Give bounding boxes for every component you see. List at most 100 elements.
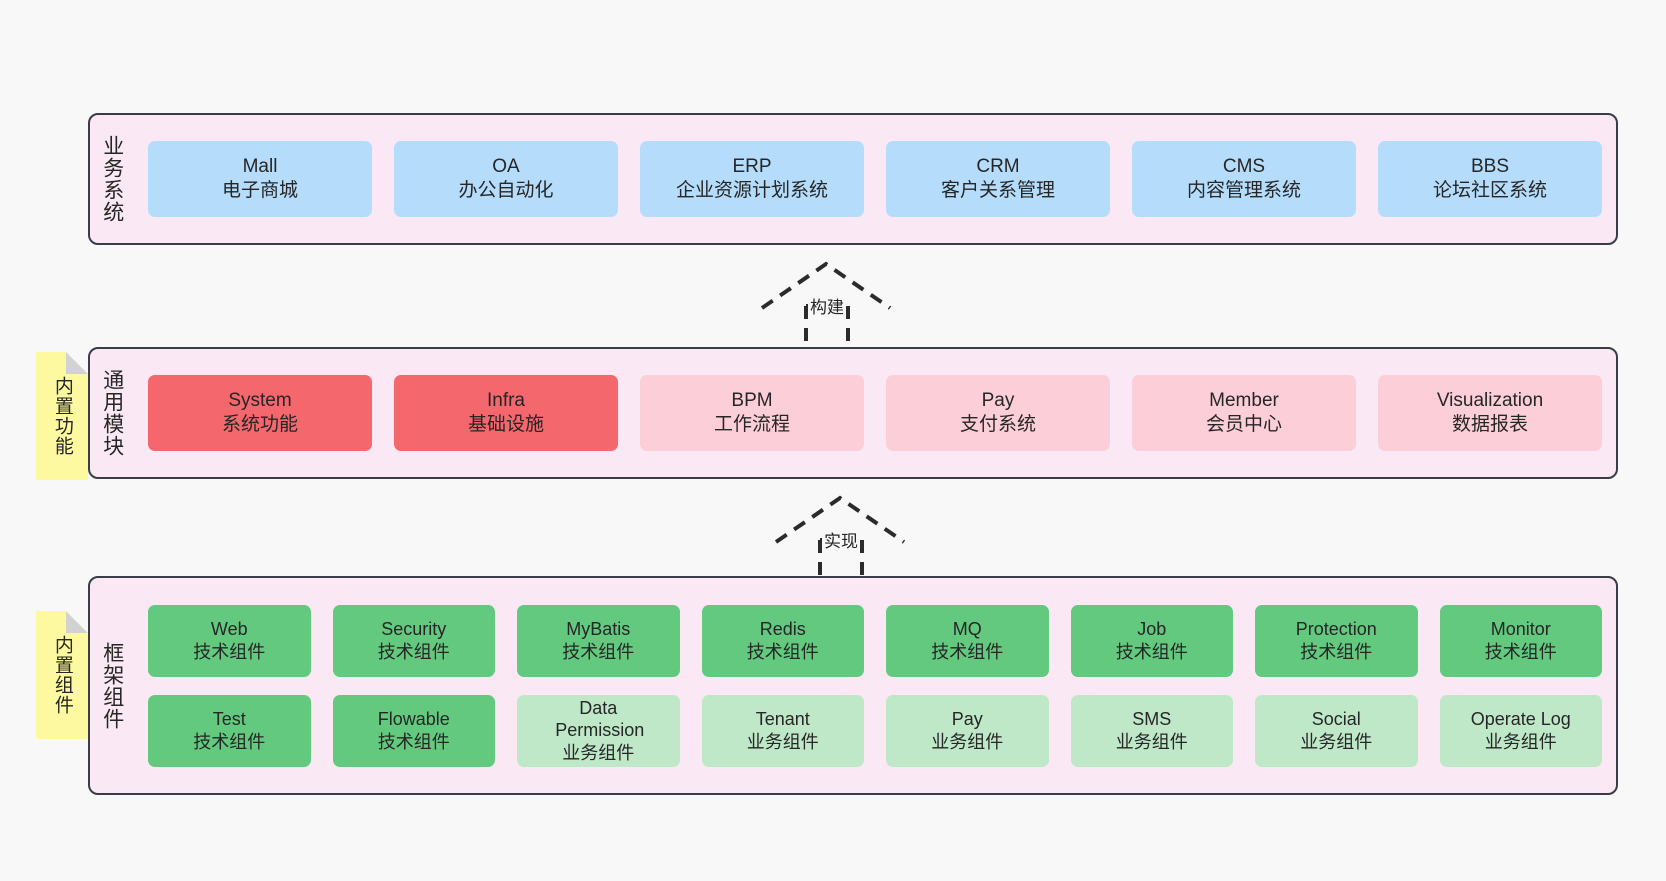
module-card-subtitle: 系统功能 — [221, 414, 298, 435]
module-card-name: CMS — [1222, 156, 1266, 178]
module-card-cms[interactable]: CMS 内容管理系统 — [1132, 141, 1356, 217]
component-card-name: MQ — [952, 618, 982, 639]
arrowhead-open-up — [774, 495, 906, 544]
module-card-subtitle: 基础设施 — [467, 414, 544, 435]
module-card-visualization[interactable]: Visualization 数据报表 — [1378, 375, 1602, 451]
component-card-name: Data Permission — [555, 697, 645, 741]
module-card-name: OA — [492, 156, 520, 178]
sticky-note-builtin-components: 内置组件 — [36, 611, 88, 739]
module-card-name: Visualization — [1436, 390, 1544, 412]
component-card-flowable[interactable]: Flowable 技术组件 — [332, 694, 495, 767]
connector-implement: 实现 — [766, 492, 926, 584]
component-card-subtitle: 技术组件 — [931, 641, 1004, 662]
component-card-name: Operate Log — [1470, 708, 1571, 729]
component-card-subtitle: 业务组件 — [1115, 731, 1188, 752]
component-card-subtitle: 技术组件 — [377, 731, 450, 752]
module-card-name: BBS — [1470, 156, 1510, 178]
component-card-name: Security — [381, 618, 447, 639]
layer-title-common-module: 通用模块 — [100, 369, 124, 457]
component-card-subtitle: 业务组件 — [1300, 731, 1373, 752]
component-card-name: Web — [210, 618, 248, 639]
connector-label-implement: 实现 — [822, 527, 860, 552]
connector-build: 构建 — [752, 258, 912, 350]
layer-row-technical: Web 技术组件 Security 技术组件 MyBatis 技术组件 Redi… — [148, 604, 1602, 677]
module-card-name: Mall — [242, 156, 278, 178]
component-card-subtitle: 业务组件 — [931, 731, 1004, 752]
component-card-name: Job — [1137, 618, 1167, 639]
component-card-sms[interactable]: SMS 业务组件 — [1070, 694, 1233, 767]
layer-row: Mall 电子商城 OA 办公自动化 ERP 企业资源计划系统 CRM 客户关系… — [148, 141, 1602, 217]
component-card-operate-log[interactable]: Operate Log 业务组件 — [1439, 694, 1602, 767]
module-card-subtitle: 客户关系管理 — [940, 180, 1055, 201]
component-card-subtitle: 技术组件 — [377, 641, 450, 662]
module-card-subtitle: 工作流程 — [713, 414, 790, 435]
component-card-mq[interactable]: MQ 技术组件 — [886, 604, 1049, 677]
sticky-note-text: 内置组件 — [51, 635, 73, 715]
module-card-member[interactable]: Member 会员中心 — [1132, 375, 1356, 451]
sticky-note-builtin-features: 内置功能 — [36, 352, 88, 480]
layer-common-module: 通用模块 System 系统功能 Infra 基础设施 BPM 工作流程 Pay… — [88, 347, 1618, 479]
component-card-data-permission[interactable]: Data Permission 业务组件 — [517, 694, 680, 767]
note-fold-corner-icon — [66, 611, 88, 633]
module-card-subtitle: 企业资源计划系统 — [675, 180, 828, 201]
component-card-subtitle: 技术组件 — [1484, 641, 1557, 662]
component-card-security[interactable]: Security 技术组件 — [332, 604, 495, 677]
component-card-test[interactable]: Test 技术组件 — [148, 694, 311, 767]
component-card-name: Test — [212, 708, 246, 729]
module-card-mall[interactable]: Mall 电子商城 — [148, 141, 372, 217]
component-card-pay[interactable]: Pay 业务组件 — [886, 694, 1049, 767]
component-card-redis[interactable]: Redis 技术组件 — [701, 604, 864, 677]
layer-business-system: 业务系统 Mall 电子商城 OA 办公自动化 ERP 企业资源计划系统 CRM… — [88, 113, 1618, 245]
component-card-subtitle: 业务组件 — [746, 731, 819, 752]
component-card-name: Redis — [759, 618, 806, 639]
module-card-name: BPM — [731, 390, 773, 412]
module-card-erp[interactable]: ERP 企业资源计划系统 — [640, 141, 864, 217]
component-card-social[interactable]: Social 业务组件 — [1255, 694, 1418, 767]
component-card-name: SMS — [1132, 708, 1172, 729]
component-card-name: Tenant — [755, 708, 810, 729]
component-card-subtitle: 业务组件 — [1484, 731, 1557, 752]
component-card-protection[interactable]: Protection 技术组件 — [1255, 604, 1418, 677]
layer-row-business: Test 技术组件 Flowable 技术组件 Data Permission … — [148, 694, 1602, 767]
component-card-name: Flowable — [377, 708, 450, 729]
module-card-subtitle: 支付系统 — [959, 414, 1036, 435]
layer-body-framework-component: Web 技术组件 Security 技术组件 MyBatis 技术组件 Redi… — [134, 578, 1616, 793]
module-card-subtitle: 会员中心 — [1205, 414, 1282, 435]
module-card-subtitle: 论坛社区系统 — [1432, 180, 1547, 201]
module-card-bbs[interactable]: BBS 论坛社区系统 — [1378, 141, 1602, 217]
component-card-job[interactable]: Job 技术组件 — [1070, 604, 1233, 677]
layer-title-business-system: 业务系统 — [100, 135, 124, 223]
module-card-infra[interactable]: Infra 基础设施 — [394, 375, 618, 451]
module-card-subtitle: 内容管理系统 — [1186, 180, 1301, 201]
connector-label-build: 构建 — [808, 293, 846, 318]
module-card-oa[interactable]: OA 办公自动化 — [394, 141, 618, 217]
layer-row: System 系统功能 Infra 基础设施 BPM 工作流程 Pay 支付系统… — [148, 375, 1602, 451]
note-fold-corner-icon — [66, 352, 88, 374]
component-card-mybatis[interactable]: MyBatis 技术组件 — [517, 604, 680, 677]
component-card-subtitle: 技术组件 — [193, 641, 266, 662]
module-card-bpm[interactable]: BPM 工作流程 — [640, 375, 864, 451]
component-card-subtitle: 技术组件 — [746, 641, 819, 662]
component-card-web[interactable]: Web 技术组件 — [148, 604, 311, 677]
module-card-name: Infra — [486, 390, 526, 412]
component-card-name: Pay — [951, 708, 983, 729]
module-card-name: Pay — [981, 390, 1015, 412]
component-card-subtitle: 业务组件 — [562, 742, 635, 763]
component-card-tenant[interactable]: Tenant 业务组件 — [701, 694, 864, 767]
module-card-pay[interactable]: Pay 支付系统 — [886, 375, 1110, 451]
component-card-name: MyBatis — [566, 618, 631, 639]
layer-body-business-system: Mall 电子商城 OA 办公自动化 ERP 企业资源计划系统 CRM 客户关系… — [134, 115, 1616, 243]
component-card-subtitle: 技术组件 — [193, 731, 266, 752]
layer-title-framework-component: 框架组件 — [100, 641, 124, 730]
layer-framework-component: 框架组件 Web 技术组件 Security 技术组件 MyBatis 技术组件… — [88, 576, 1618, 795]
module-card-name: Member — [1209, 390, 1279, 412]
component-card-subtitle: 技术组件 — [1115, 641, 1188, 662]
sticky-note-text: 内置功能 — [51, 376, 73, 456]
module-card-system[interactable]: System 系统功能 — [148, 375, 372, 451]
module-card-subtitle: 电子商城 — [221, 180, 298, 201]
module-card-crm[interactable]: CRM 客户关系管理 — [886, 141, 1110, 217]
component-card-monitor[interactable]: Monitor 技术组件 — [1439, 604, 1602, 677]
module-card-subtitle: 办公自动化 — [458, 180, 554, 201]
component-card-subtitle: 技术组件 — [1300, 641, 1373, 662]
